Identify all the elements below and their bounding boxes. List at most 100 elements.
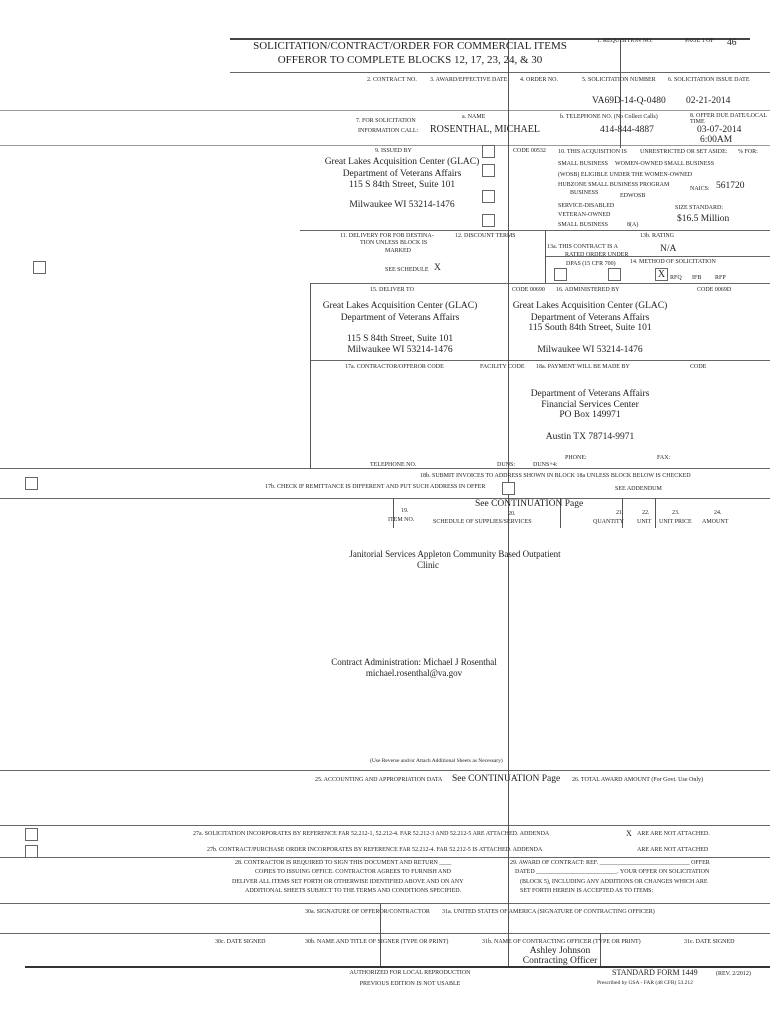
col-unit: 22.	[642, 510, 650, 516]
edwosb-label: EDWOSB	[620, 193, 646, 199]
rating-label: 13b. RATING	[640, 233, 674, 239]
sdvosb-checkbox[interactable]	[482, 214, 495, 227]
payment-label: 18a. PAYMENT WILL BE MADE BY	[536, 364, 630, 370]
27b-text: 27b. CONTRACT/PURCHASE ORDER INCORPORATE…	[207, 847, 543, 853]
unrestricted-checkbox[interactable]	[482, 145, 495, 158]
sdvosb-label: SERVICE-DISABLED	[558, 203, 615, 209]
deliver-address-line: 115 S 84th Street, Suite 101	[346, 334, 454, 344]
solicitation-number: VA69D-14-Q-0480	[592, 96, 666, 106]
payment-address-line: Financial Services Center	[541, 400, 639, 410]
28-text: ADDITIONAL SHEETS SUBJECT TO THE TERMS A…	[245, 888, 462, 894]
rated-no-checkbox[interactable]	[608, 268, 621, 281]
issued-by-label: 9. ISSUED BY	[375, 148, 412, 154]
contact-phone: 414-844-4887	[600, 125, 654, 135]
contracting-officer-name: Ashley Johnson	[529, 946, 591, 956]
wosb-label: WOMEN-OWNED SMALL BUSINESS	[615, 161, 715, 167]
rule	[230, 38, 750, 40]
due-time: 6:00AM	[700, 135, 733, 145]
rule	[622, 498, 623, 528]
due-date: 03-07-2014	[697, 125, 742, 135]
rfq-label: RFQ	[670, 275, 682, 281]
rule	[230, 72, 770, 73]
rule	[0, 903, 770, 904]
accounting-see-continuation: See CONTINUATION Page	[452, 774, 561, 784]
name-label: a. NAME	[462, 114, 486, 120]
admin-address-line: 115 South 84th Street, Suite 101	[528, 323, 652, 333]
requisition-label: 1. REQUISITION NO.	[597, 38, 653, 44]
27a-text: 27a. SOLICITATION INCORPORATES BY REFERE…	[193, 831, 550, 837]
invoice-checkbox[interactable]	[502, 482, 515, 495]
small-business-checkbox[interactable]	[482, 164, 495, 177]
phone-label: b. TELEPHONE NO. (No Collect Calls)	[560, 114, 658, 120]
fob-checkbox[interactable]	[33, 261, 46, 274]
remittance-label: 17b. CHECK IF REMITTANCE IS DIFFERENT AN…	[265, 484, 486, 490]
contract-admin: Contract Administration: Michael J Rosen…	[331, 657, 497, 667]
unrestricted-label: UNRESTRICTED OR SET ASIDE:	[640, 149, 728, 155]
acquisition-label: 10. THIS ACQUISITION IS	[558, 149, 627, 155]
info-call-label-2: INFORMATION CALL:	[358, 128, 419, 134]
col-quantity-label: QUANTITY	[593, 519, 624, 525]
payment-address-line: Austin TX 78714-9971	[545, 432, 635, 442]
rating-value: N/A	[660, 244, 677, 254]
sdvosb-label-2: VETERAN-OWNED	[558, 212, 611, 218]
info-call-label: 7. FOR SOLICITATION	[356, 118, 416, 124]
rule	[0, 933, 770, 934]
see-addendum: SEE ADDENDUM	[615, 486, 662, 492]
payment-address-line: PO Box 149971	[559, 410, 621, 420]
payment-address-line: Department of Veterans Affairs	[530, 389, 650, 399]
issuer-line: Department of Veterans Affairs	[342, 169, 462, 179]
award-date-label: 3. AWARD/EFFECTIVE DATE	[430, 77, 508, 83]
naics-code: 561720	[716, 181, 745, 191]
rated-order-label: 13a. THIS CONTRACT IS A	[547, 244, 618, 250]
method-label: 14. METHOD OF SOLICITATION	[630, 259, 716, 265]
rule	[508, 38, 509, 966]
rule	[600, 933, 601, 966]
contract-admin-email: michael.rosenthal@va.gov	[365, 668, 463, 678]
item-description-2: Clinic	[417, 560, 439, 570]
rule	[655, 498, 656, 528]
rated-yes-checkbox[interactable]	[554, 268, 567, 281]
offeror-date-label: 30c. DATE SIGNED	[215, 939, 266, 945]
rule	[310, 283, 311, 468]
fax-label: FAX:	[657, 455, 671, 461]
col-amount-label: AMOUNT	[702, 519, 729, 525]
hubzone-checkbox[interactable]	[482, 190, 495, 203]
size-standard: $16.5 Million	[677, 214, 730, 224]
wosb-label-2: (WOSB) ELIGIBLE UNDER THE WOMEN-OWNED	[558, 172, 693, 178]
27a-checkbox[interactable]	[25, 828, 38, 841]
col-schedule: 20.	[508, 511, 516, 517]
delivery-label-2: TION UNLESS BLOCK IS	[360, 240, 428, 246]
rule	[560, 498, 561, 528]
remittance-checkbox[interactable]	[25, 477, 38, 490]
rule	[545, 230, 546, 283]
contact-name: ROSENTHAL, MICHAEL	[430, 124, 540, 135]
27a-addenda: ARE ARE NOT ATTACHED.	[637, 831, 710, 837]
total-award-label: 26. TOTAL AWARD AMOUNT (For Govt. Use On…	[572, 777, 703, 783]
co-date-label: 31c. DATE SIGNED	[684, 939, 735, 945]
accounting-label: 25. ACCOUNTING AND APPROPRIATION DATA	[315, 777, 443, 783]
form-number: STANDARD FORM 1449	[612, 968, 698, 977]
rule	[620, 38, 621, 148]
due-date-label: 8. OFFER DUE DATE/LOCAL TIME	[690, 113, 767, 125]
27b-addenda: ARE ARE NOT ATTACHED	[637, 847, 709, 853]
discount-terms-label: 12. DISCOUNT TERMS	[455, 233, 516, 239]
page-label: PAGE 1 OF	[685, 38, 714, 44]
issue-date: 02-21-2014	[686, 96, 731, 106]
admin-address-line: Department of Veterans Affairs	[530, 313, 650, 323]
rfq-checkbox[interactable]: X	[655, 268, 668, 281]
deliver-address-line: Milwaukee WI 53214-1476	[347, 345, 453, 355]
see-schedule: SEE SCHEDULE	[385, 267, 429, 273]
rule	[0, 498, 770, 499]
signer-name-label: 30b. NAME AND TITLE OF SIGNER (TYPE OR P…	[305, 939, 449, 945]
deliver-code: CODE 00690	[512, 287, 545, 293]
form-revision: (REV. 2/2012)	[716, 971, 751, 977]
28-text: DELIVER ALL ITEMS SET FORTH OR OTHERWISE…	[232, 879, 464, 885]
contracting-officer-title: Contracting Officer	[522, 956, 598, 966]
contract-no-label: 2. CONTRACT NO.	[367, 77, 417, 83]
duns-label: DUNS:	[497, 462, 516, 468]
administered-by-label: 16. ADMINISTERED BY	[556, 287, 620, 293]
rule	[380, 903, 381, 966]
payment-code-label: CODE	[690, 364, 707, 370]
27b-checkbox[interactable]	[25, 845, 38, 858]
